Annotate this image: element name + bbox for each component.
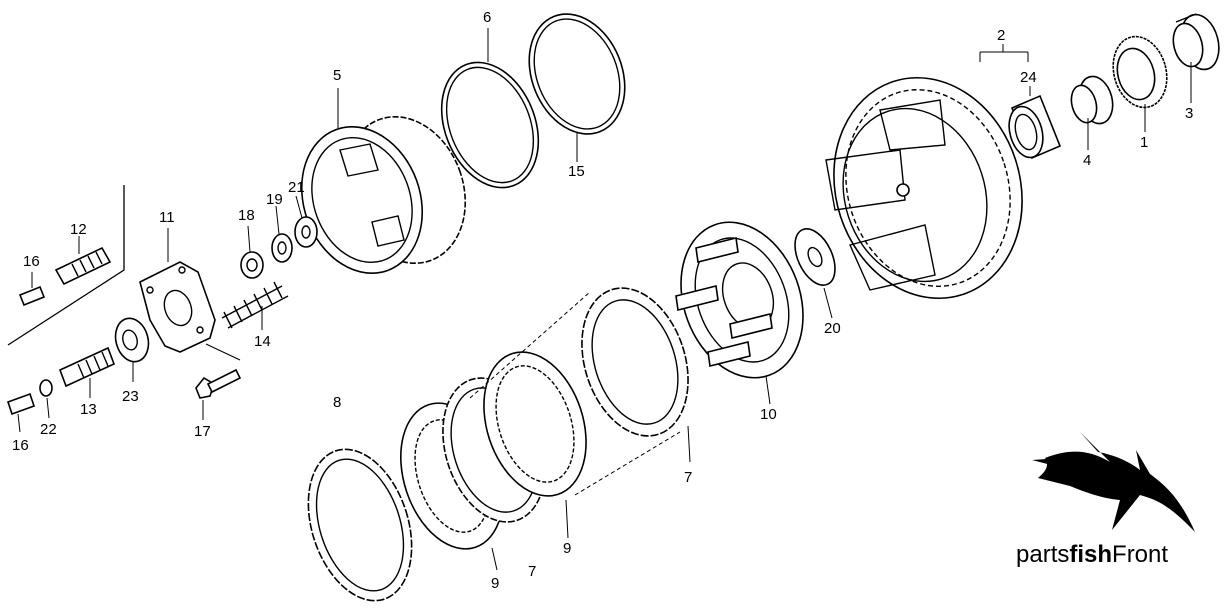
brand-parts: parts: [1016, 541, 1069, 568]
callout-3: 3: [1185, 105, 1193, 122]
leader-lines: [17, 28, 1192, 571]
part-4-collar: [1070, 75, 1114, 125]
callout-23: 23: [122, 388, 139, 405]
part-15-ring: [528, 13, 626, 135]
callout-17: 17: [194, 423, 211, 440]
part-22-washer: [39, 379, 53, 397]
part-3-cap: [1172, 13, 1220, 71]
callout-7-bottom: 7: [528, 563, 536, 580]
callout-5: 5: [333, 67, 341, 84]
callout-1: 1: [1140, 134, 1148, 151]
part-8-friction-disc: [307, 448, 413, 602]
part-11-lifter-plate: [139, 261, 216, 353]
brand-front: Front: [1112, 541, 1168, 568]
callout-6: 6: [483, 9, 491, 26]
callout-11: 11: [159, 209, 175, 226]
part-18-nut: [240, 251, 264, 279]
callout-9-left: 9: [491, 575, 499, 592]
stack-guide-bottom: [574, 431, 681, 496]
callout-8: 8: [333, 394, 341, 411]
part-21-washer: [294, 216, 318, 248]
part-12-lifter-rod: [54, 246, 112, 286]
callout-19: 19: [266, 191, 283, 208]
swordfish-icon: [1032, 432, 1195, 532]
part-16-pin-upper: [18, 285, 46, 307]
callout-9-right: 9: [563, 540, 571, 557]
callout-13: 13: [80, 401, 97, 418]
callout-16-lower: 16: [12, 437, 29, 454]
callout-21: 21: [288, 179, 305, 196]
callout-18: 18: [238, 207, 255, 224]
callout-7-right: 7: [684, 469, 692, 486]
part-6-ring: [440, 61, 540, 189]
callout-16-upper: 16: [23, 253, 40, 270]
part-10-pressure-plate: [675, 221, 804, 379]
stack-guide-top: [469, 291, 591, 399]
part-20-washer: [794, 228, 836, 286]
part-7-friction-disc-rear: [581, 287, 689, 437]
callout-15: 15: [568, 163, 585, 180]
part-13-lifter-rod: [58, 346, 116, 388]
brand-fish: fish: [1069, 541, 1112, 568]
callout-10: 10: [760, 406, 777, 423]
callout-24: 24: [1020, 69, 1037, 86]
part-14-spring: [221, 281, 289, 329]
brand-wordmark: partsfishFront: [1016, 541, 1168, 568]
part-19-washer: [271, 233, 293, 263]
part-23-bearing: [114, 317, 150, 363]
callout-14: 14: [254, 333, 271, 350]
callout-2: 2: [997, 27, 1005, 44]
callout-20: 20: [824, 320, 841, 337]
callout-4: 4: [1083, 152, 1091, 169]
callout-22: 22: [40, 421, 57, 438]
group-bracket: [7, 185, 125, 346]
callout-labels: 1 2 3 4 5 6 7 7 8 9 9 10 11 12 13 14 15 …: [12, 9, 1193, 592]
part-17-bolt: [195, 368, 242, 399]
part-5-clutch-center: [300, 115, 467, 275]
part-9-plain-plate-rear: [483, 351, 587, 497]
part-1-drive-sprocket: [1112, 35, 1168, 109]
part-16-pin-lower: [6, 392, 36, 416]
callout-12: 12: [70, 221, 87, 238]
clutch-outer-part: [825, 76, 1023, 300]
part-24-needle-bearing: [1008, 94, 1062, 160]
